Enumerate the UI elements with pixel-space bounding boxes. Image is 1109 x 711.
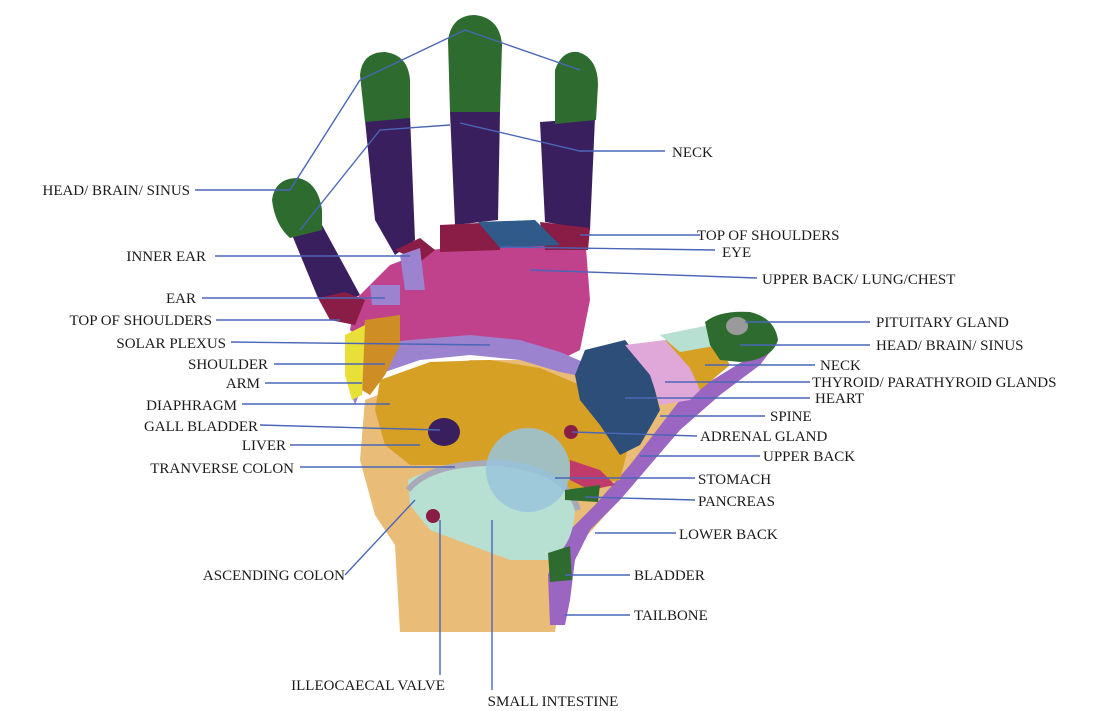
label-eye: EYE <box>722 245 751 261</box>
gall-bladder-zone <box>428 418 460 446</box>
label-ear: EAR <box>166 291 196 307</box>
index-finger-neck <box>540 118 595 230</box>
label-shoulder: SHOULDER <box>188 357 268 373</box>
ring-finger-head <box>360 52 410 122</box>
label-arm: ARM <box>226 376 260 392</box>
label-solar-plexus: SOLAR PLEXUS <box>116 336 226 352</box>
label-top-of-shoulders-left: TOP OF SHOULDERS <box>69 313 212 329</box>
label-tailbone: TAILBONE <box>634 608 708 624</box>
label-neck-thumb: NECK <box>820 358 861 374</box>
pituitary-zone <box>726 317 748 335</box>
little-finger-head <box>272 178 322 238</box>
arm-zone <box>345 325 365 400</box>
label-gall-bladder: GALL BLADDER <box>144 419 258 435</box>
label-liver: LIVER <box>242 438 286 454</box>
label-head-brain-sinus-right: HEAD/ BRAIN/ SINUS <box>876 338 1024 354</box>
label-lower-back: LOWER BACK <box>679 527 778 543</box>
little-finger-neck <box>290 223 360 305</box>
label-transverse-colon: TRANVERSE COLON <box>150 461 294 477</box>
label-spine: SPINE <box>770 409 812 425</box>
label-inner-ear: INNER EAR <box>126 249 206 265</box>
label-pituitary-gland: PITUITARY GLAND <box>876 315 1009 331</box>
ear-zone <box>370 285 400 305</box>
label-top-of-shoulders-right: TOP OF SHOULDERS <box>697 228 840 244</box>
label-thyroid-parathyroid: THYROID/ PARATHYROID GLANDS <box>812 375 1056 391</box>
illeocaecal-valve-zone <box>426 509 440 523</box>
label-pancreas: PANCREAS <box>698 494 775 510</box>
label-upper-back: UPPER BACK <box>763 449 855 465</box>
label-small-intestine: SMALL INTESTINE <box>488 694 619 710</box>
label-ascending-colon: ASCENDING COLON <box>203 568 345 584</box>
label-heart: HEART <box>815 391 864 407</box>
label-bladder: BLADDER <box>634 568 705 584</box>
ring-finger-neck <box>365 115 415 255</box>
label-illeocaecal-valve: ILLEOCAECAL VALVE <box>291 678 445 694</box>
index-finger-head <box>555 52 598 124</box>
label-head-brain-sinus-left: HEAD/ BRAIN/ SINUS <box>42 183 190 199</box>
label-adrenal-gland: ADRENAL GLAND <box>700 429 828 445</box>
label-diaphragm: DIAPHRAGM <box>146 398 237 414</box>
label-stomach: STOMACH <box>698 472 771 488</box>
leader-head-left-a <box>195 80 360 190</box>
middle-finger-head <box>448 15 502 112</box>
middle-finger-neck <box>450 112 500 225</box>
label-neck-top: NECK <box>672 145 713 161</box>
stomach-zone <box>486 428 570 512</box>
label-upper-back-lung-chest: UPPER BACK/ LUNG/CHEST <box>762 272 955 288</box>
